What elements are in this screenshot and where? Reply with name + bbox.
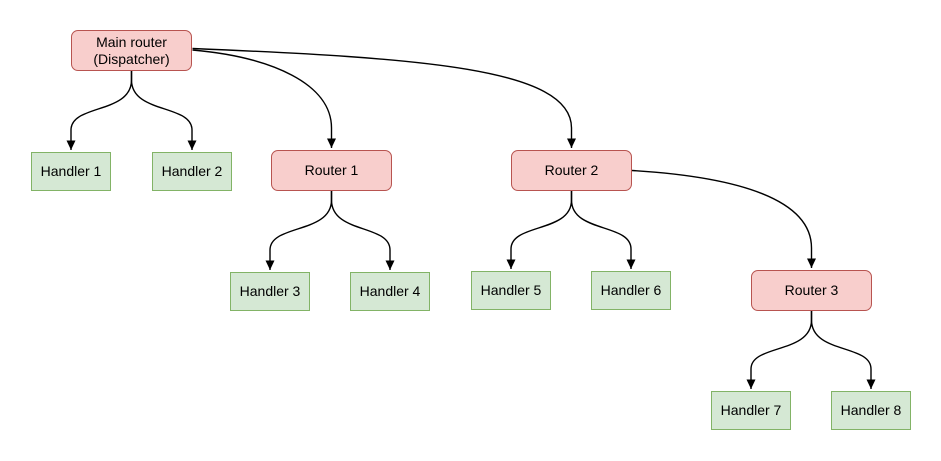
edge-router1-to-handler3 — [265, 191, 333, 270]
node-handler-6: Handler 6 — [591, 271, 671, 310]
node-router-1: Router 1 — [271, 150, 392, 191]
node-handler-7: Handler 7 — [711, 391, 791, 430]
node-handler-8: Handler 8 — [831, 391, 911, 430]
node-handler-2: Handler 2 — [152, 152, 232, 191]
node-main-router: Main router (Dispatcher) — [71, 30, 192, 71]
node-handler-1: Handler 1 — [31, 152, 111, 191]
edge-router2-to-router3 — [631, 169, 816, 268]
edge-main-to-handler1 — [66, 71, 133, 150]
edge-router2-to-handler5 — [506, 191, 573, 269]
edge-router3-to-handler7 — [746, 311, 813, 389]
node-handler-3: Handler 3 — [230, 272, 310, 311]
edge-router3-to-handler8 — [810, 311, 876, 389]
node-handler-4: Handler 4 — [350, 272, 430, 311]
edge-main-to-router1 — [192, 49, 336, 148]
node-router-2: Router 2 — [511, 150, 632, 191]
edge-main-to-router2 — [192, 47, 576, 148]
node-router-3: Router 3 — [751, 270, 872, 311]
edge-router2-to-handler6 — [570, 191, 636, 269]
edge-main-to-handler2 — [130, 71, 197, 150]
edge-router1-to-handler4 — [330, 191, 395, 270]
node-handler-5: Handler 5 — [471, 271, 551, 310]
